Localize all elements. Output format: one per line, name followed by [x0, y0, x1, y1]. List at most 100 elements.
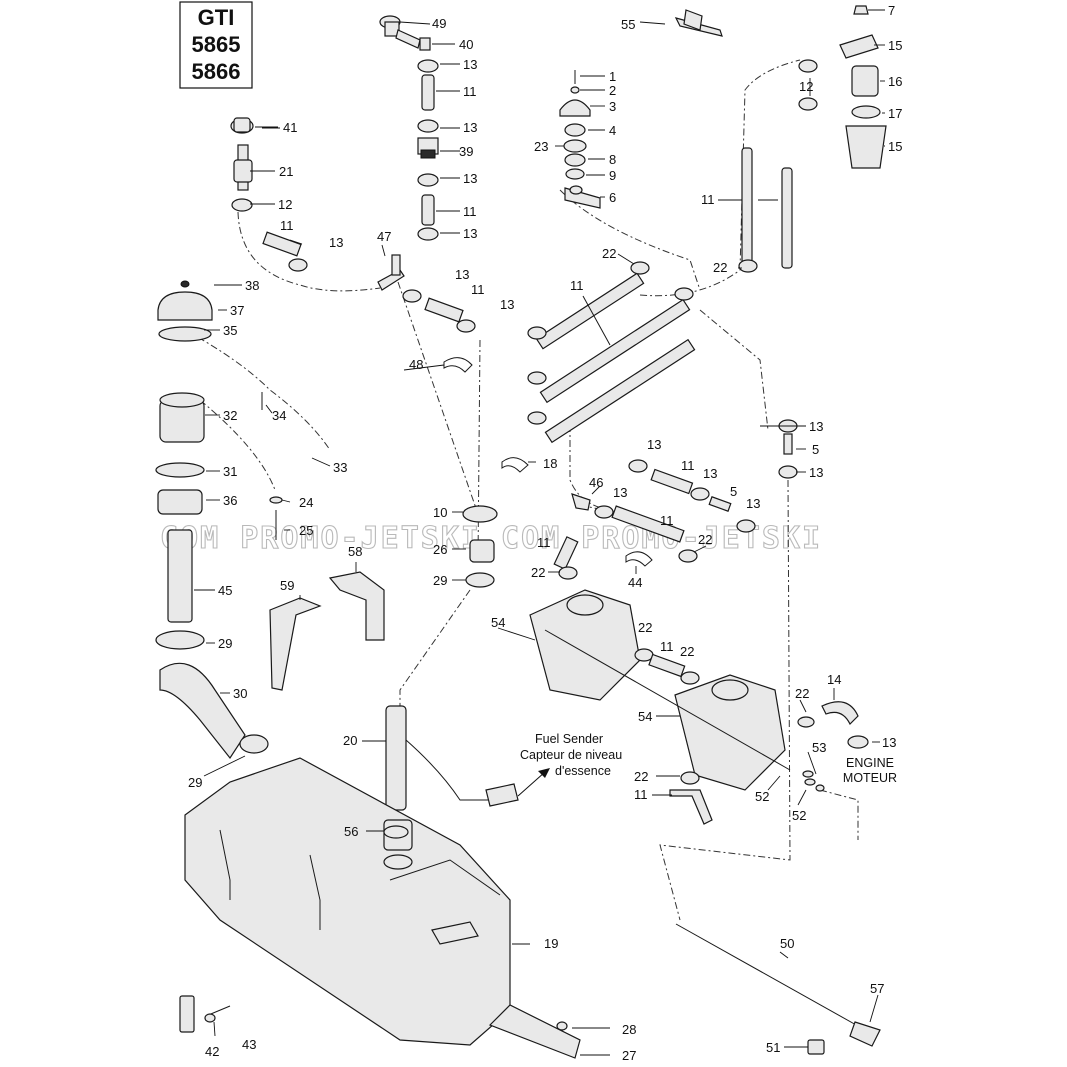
callout-35: 35: [223, 323, 237, 338]
callout-3: 3: [609, 99, 616, 114]
callout-22: 22: [713, 260, 727, 275]
callout-8: 8: [609, 152, 616, 167]
callout-26: 26: [433, 542, 447, 557]
callout-22: 22: [680, 644, 694, 659]
callout-13: 13: [647, 437, 661, 452]
callout-6: 6: [609, 190, 616, 205]
connector-fittings-right: [778, 419, 798, 479]
callout-41: 41: [283, 120, 297, 135]
model-line-2: 5865: [192, 32, 241, 57]
callout-11: 11: [660, 639, 674, 654]
callout-12: 12: [278, 197, 292, 212]
callout-51: 51: [766, 1040, 780, 1055]
callout-11: 11: [701, 192, 715, 207]
callout-5: 5: [812, 442, 819, 457]
callout-11: 11: [471, 282, 485, 297]
callout-52: 52: [755, 789, 769, 804]
callout-13: 13: [463, 120, 477, 135]
callout-47: 47: [377, 229, 391, 244]
callout-36: 36: [223, 493, 237, 508]
model-line-3: 5866: [192, 59, 241, 84]
callout-33: 33: [333, 460, 347, 475]
engine-label-fr: MOTEUR: [843, 771, 897, 785]
callout-22: 22: [698, 532, 712, 547]
callout-13: 13: [463, 57, 477, 72]
carburetors: [529, 589, 791, 791]
callout-22: 22: [531, 565, 545, 580]
callout-27: 27: [622, 1048, 636, 1063]
callout-29: 29: [218, 636, 232, 651]
callout-56: 56: [344, 824, 358, 839]
engine-connection: [797, 701, 869, 792]
fuel-sender-label-en: Fuel Sender: [535, 732, 603, 746]
callout-22: 22: [634, 769, 648, 784]
callout-39: 39: [459, 144, 473, 159]
callout-11: 11: [463, 204, 477, 219]
callout-13: 13: [455, 267, 469, 282]
callout-11: 11: [537, 535, 551, 550]
callout-12: 12: [799, 79, 813, 94]
fuel-tank: [184, 757, 511, 1046]
callout-10: 10: [433, 505, 447, 520]
callout-46: 46: [589, 475, 603, 490]
hose-clamps: [443, 357, 653, 567]
callout-20: 20: [343, 733, 357, 748]
callout-labels: 55 49 40 13 11 13 39 13 11 13 41 21 12 1…: [188, 3, 902, 1063]
long-fuel-hoses: [527, 261, 696, 444]
callout-29: 29: [188, 775, 202, 790]
callout-34: 34: [272, 408, 286, 423]
callout-13: 13: [329, 235, 343, 250]
model-number-box: GTI 5865 5866: [179, 1, 253, 89]
callout-30: 30: [233, 686, 247, 701]
leader-lines: [194, 9, 885, 1056]
callout-13: 13: [882, 735, 896, 750]
callout-32: 32: [223, 408, 237, 423]
callout-13: 13: [463, 226, 477, 241]
model-line-1: GTI: [198, 5, 235, 30]
callout-1: 1: [609, 69, 616, 84]
callout-13: 13: [500, 297, 514, 312]
callout-2: 2: [609, 83, 616, 98]
callout-37: 37: [230, 303, 244, 318]
fuel-sender-label-fr-2: d'essence: [555, 764, 611, 778]
fuel-filter-column: [230, 117, 254, 212]
callout-22: 22: [795, 686, 809, 701]
shutoff-rod: [675, 923, 881, 1055]
callout-58: 58: [348, 544, 362, 559]
sender-fittings: [462, 505, 498, 588]
callout-44: 44: [628, 575, 642, 590]
callout-13: 13: [463, 171, 477, 186]
fuel-valve-stack: [559, 70, 601, 209]
callout-48: 48: [409, 357, 423, 372]
callout-24: 24: [299, 495, 313, 510]
vent-clip: [179, 995, 231, 1033]
callout-28: 28: [622, 1022, 636, 1037]
callout-21: 21: [279, 164, 293, 179]
callout-11: 11: [681, 458, 695, 473]
callout-9: 9: [609, 168, 616, 183]
fuel-sender: [385, 705, 519, 811]
callout-11: 11: [280, 218, 294, 233]
callout-16: 16: [888, 74, 902, 89]
engine-label-en: ENGINE: [846, 756, 894, 770]
callout-31: 31: [223, 464, 237, 479]
tee-fitting-hoses: [262, 231, 476, 333]
callout-25: 25: [299, 523, 313, 538]
fuel-sender-label-fr-1: Capteur de niveau: [520, 748, 622, 762]
callout-29: 29: [433, 573, 447, 588]
callout-50: 50: [780, 936, 794, 951]
callout-55: 55: [621, 17, 635, 32]
callout-13: 13: [809, 465, 823, 480]
callout-13: 13: [613, 485, 627, 500]
mounting-plate: [488, 1004, 581, 1059]
callout-14: 14: [827, 672, 841, 687]
hose-fittings-column: [379, 15, 439, 241]
callout-11: 11: [634, 787, 648, 802]
callout-54: 54: [491, 615, 505, 630]
callout-13: 13: [703, 466, 717, 481]
callout-11: 11: [660, 513, 674, 528]
hose-routing-lines: [184, 59, 859, 921]
callout-11: 11: [570, 278, 584, 293]
carb-feed-hoses: [553, 459, 756, 580]
